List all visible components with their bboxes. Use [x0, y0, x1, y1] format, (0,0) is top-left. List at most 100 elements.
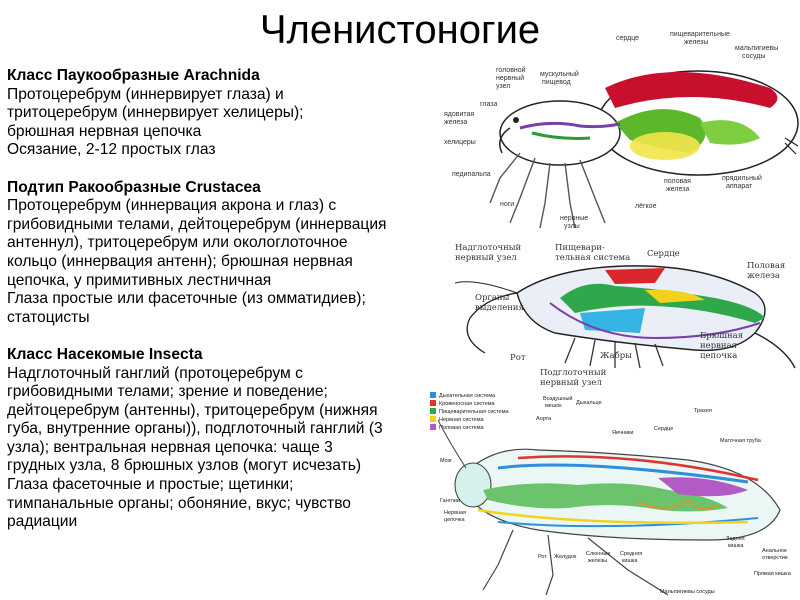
spider-nerve-cord — [519, 121, 621, 130]
label-spinning-2: аппарат — [726, 183, 753, 190]
label-legs: ноги — [500, 201, 514, 208]
label-ovary: Яичники — [612, 430, 634, 436]
text-line: губа, внутренние органы)), подглоточный … — [7, 420, 383, 438]
label-head-ganglion-3: узел — [496, 83, 510, 90]
label-subesophageal: Подглоточный — [540, 368, 607, 378]
label-spinning: прядильный — [722, 174, 762, 182]
label-ventral-chain: Брюшная — [700, 331, 743, 341]
label-muscular-pharynx: мускульный — [540, 70, 579, 78]
legend-circulatory: Кровеносная система — [439, 401, 496, 407]
label-excretory-organs: Органы — [475, 293, 510, 303]
label-malpighian: мальпигиевы — [735, 45, 778, 52]
insect-legend: Дыхательная система Кровеносная система … — [430, 392, 509, 431]
label-nerve-ganglia-2: узлы — [564, 223, 580, 230]
text-line: узла); вентральная нервная цепочка: чаще… — [7, 438, 333, 456]
label-heart: Сердце — [647, 249, 680, 259]
legend-nervous: Нервная система — [439, 417, 484, 423]
label-supraesophageal-2: нервный узел — [455, 253, 517, 263]
label-digestive-glands-2: железы — [684, 39, 708, 46]
text-line: Надглоточный ганглий (протоцеребрум с — [7, 364, 303, 382]
insect-head — [454, 462, 492, 508]
section-arachnida: Класс Паукообразные Arachnida Протоцереб… — [7, 67, 437, 160]
crayfish-heart — [605, 268, 665, 284]
text-line: грибовидными телами, дейтоцеребрум (инне… — [7, 215, 387, 233]
insect-anatomy-figure: Дыхательная система Кровеносная система … — [428, 390, 800, 600]
text-line: кольцо (иннервация антенн); брюшная нерв… — [7, 252, 353, 270]
label-brain: Мозг — [440, 458, 452, 464]
text-line: брюшная нервная цепочка — [7, 122, 202, 140]
label-head-ganglion: головной — [496, 66, 526, 74]
label-mouth: Рот — [510, 353, 526, 363]
text-line: Глаза простые или фасеточные (из омматид… — [7, 290, 366, 308]
crayfish-nerve-chain — [549, 302, 761, 340]
legend-swatch-respiratory — [430, 392, 436, 398]
crayfish-legs — [564, 337, 664, 369]
text-line: тритоцеребрум (иннервирует хелицеры); — [7, 104, 304, 122]
insect-legs — [482, 529, 669, 596]
crayfish-digestive-system — [560, 283, 765, 323]
section-insecta: Класс Насекомые Insecta Надглоточный ган… — [7, 346, 437, 532]
label-trachea: Трахея — [694, 408, 712, 414]
spider-eye — [513, 117, 519, 123]
label-gills: Жабры — [600, 350, 632, 361]
text-line: Протоцеребрум (иннервирует глаза) и — [7, 85, 284, 103]
label-chelicerae: хелицеры — [444, 139, 476, 146]
label-excretory-organs-2: выделения — [475, 303, 524, 313]
section-crustacea: Подтип Ракообразные Crustacea Протоцереб… — [7, 179, 437, 328]
legend-digestive: Пищеварительная система — [439, 409, 509, 415]
label-aorta: Аорта — [536, 416, 552, 422]
label-air-sac-2: мешок — [545, 403, 562, 409]
label-ventral-chain-3: цепочка — [700, 351, 737, 361]
page-title: Членистоногие — [259, 8, 541, 52]
insect-ovary — [658, 477, 748, 497]
text-column: Класс Паукообразные Arachnida Протоцереб… — [7, 67, 437, 550]
label-spiracle: Дыхальце — [576, 400, 602, 406]
label-malpighian: Мальпигиевы сосуды — [660, 589, 715, 595]
label-midgut-2: кишка — [622, 558, 638, 564]
label-malpighian-2: сосуды — [742, 53, 765, 60]
label-anal-opening: Анальное — [762, 548, 787, 554]
label-subesophageal-2: нервный узел — [540, 378, 602, 388]
spider-cephalothorax — [499, 100, 621, 166]
label-anal-opening-2: отверстие — [762, 555, 788, 561]
text-line: дейтоцеребрум (антенны), тритоцеребрум (… — [7, 401, 378, 419]
text-line: радиации — [7, 513, 78, 531]
label-hindgut: Задняя — [726, 536, 745, 542]
insect-tracheae — [497, 463, 749, 484]
legend-reproductive: Половая система — [439, 425, 485, 431]
label-ventral-chain-2: нервная — [700, 341, 737, 351]
insect-malpighian — [637, 498, 719, 510]
section-heading: Класс Насекомые Insecta — [7, 345, 203, 363]
text-line: грибовидными телами; зрение и поведение; — [7, 383, 328, 401]
label-heart: Сердце — [654, 426, 673, 432]
label-heart: сердце — [616, 35, 639, 42]
insect-gut — [483, 483, 728, 512]
crayfish-tail — [754, 332, 796, 369]
label-digestive-system-2: тельная система — [555, 253, 630, 263]
label-salivary: Слюнные — [586, 551, 610, 557]
label-air-sac: Воздушный — [543, 395, 573, 402]
section-heading: Класс Паукообразные Arachnida — [7, 67, 260, 84]
crayfish-gonad — [645, 289, 705, 303]
text-line: антеннул), тритоцеребрум или окологлоточ… — [7, 234, 348, 252]
label-stomach: Желудок — [554, 554, 577, 560]
spider-heart — [605, 72, 778, 108]
label-digestive-system: Пищевари- — [555, 243, 605, 253]
legend-swatch-reproductive — [430, 424, 436, 430]
label-nerve-cord: Нервная — [444, 510, 466, 516]
label-gonad-2: железа — [747, 271, 780, 281]
label-hindgut-2: кишка — [728, 543, 744, 549]
text-line: грудных узла, 8 брюшных узлов (могут исч… — [7, 457, 362, 475]
label-venom-gland-2: железа — [444, 119, 467, 126]
label-rectum: Прямая кишка — [754, 571, 792, 577]
spider-anatomy-figure: сердце пищеварительные железы мальпигиев… — [440, 28, 800, 238]
insect-nerve-cord — [477, 508, 749, 525]
text-line: Глаза фасеточные и простые; щетинки; — [7, 476, 294, 494]
insect-antenna — [437, 419, 467, 469]
label-ganglia: Ганглии — [440, 498, 460, 504]
crayfish-antenna — [466, 292, 518, 354]
label-gonad: Половая — [747, 261, 785, 271]
label-lung: лёгкое — [635, 203, 657, 210]
label-uterine-tube: Маточная труба — [720, 438, 762, 444]
label-mouth: Рот — [538, 554, 547, 560]
